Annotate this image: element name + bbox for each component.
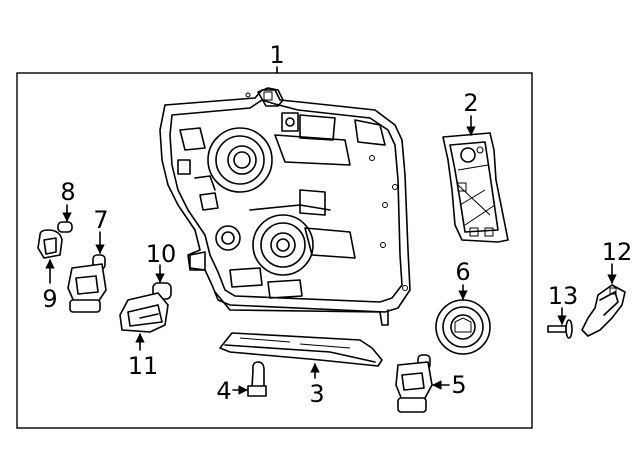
- callout-10: 10: [146, 240, 177, 268]
- assembly-frame: [16, 72, 533, 429]
- trim-strip[interactable]: [219, 332, 383, 367]
- callout-12: 12: [602, 238, 633, 266]
- headlamp-housing[interactable]: [159, 87, 411, 326]
- callout-6: 6: [455, 258, 470, 286]
- bulb-small[interactable]: [247, 361, 267, 397]
- callout-2: 2: [463, 89, 478, 117]
- leader-lines: [45, 66, 617, 395]
- callout-8: 8: [60, 178, 75, 206]
- callout-7: 7: [93, 206, 108, 234]
- side-bracket[interactable]: [442, 132, 509, 243]
- callout-1: 1: [269, 41, 284, 69]
- callout-13: 13: [548, 282, 579, 310]
- bulb-socket-7[interactable]: [67, 254, 107, 313]
- callout-11: 11: [128, 352, 159, 380]
- bulb-socket-5[interactable]: [395, 354, 433, 413]
- grommet-cap[interactable]: [435, 299, 491, 355]
- callout-5: 5: [451, 371, 466, 399]
- push-pin[interactable]: [547, 319, 573, 339]
- callout-3: 3: [309, 380, 324, 408]
- bulb-8[interactable]: [37, 221, 73, 259]
- callout-9: 9: [42, 285, 57, 313]
- callout-4: 4: [216, 377, 231, 405]
- mount-bracket[interactable]: [581, 284, 626, 337]
- bulb-socket-10[interactable]: [119, 282, 172, 333]
